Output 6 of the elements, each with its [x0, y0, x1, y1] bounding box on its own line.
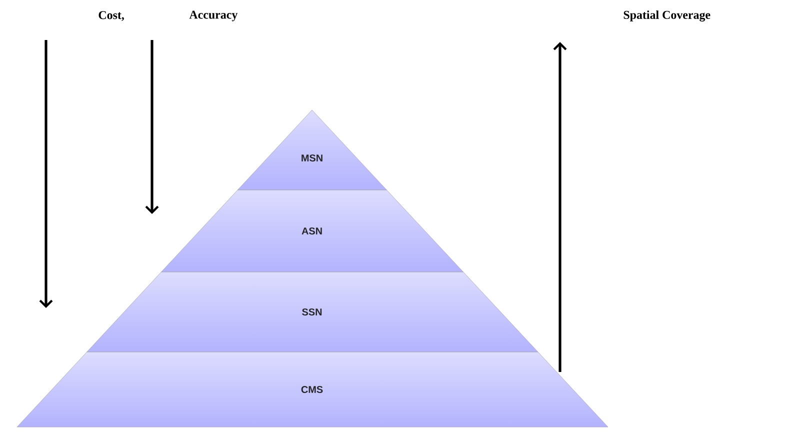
axis-label: Cost, — [98, 11, 124, 21]
pyramid-layer: CMS — [16, 352, 608, 428]
pyramid-layer: SSN — [86, 272, 538, 352]
axis-label: Accuracy — [189, 10, 238, 22]
pyramid-layer: MSN — [237, 110, 387, 190]
axis-label: Spatial Coverage — [624, 10, 710, 22]
